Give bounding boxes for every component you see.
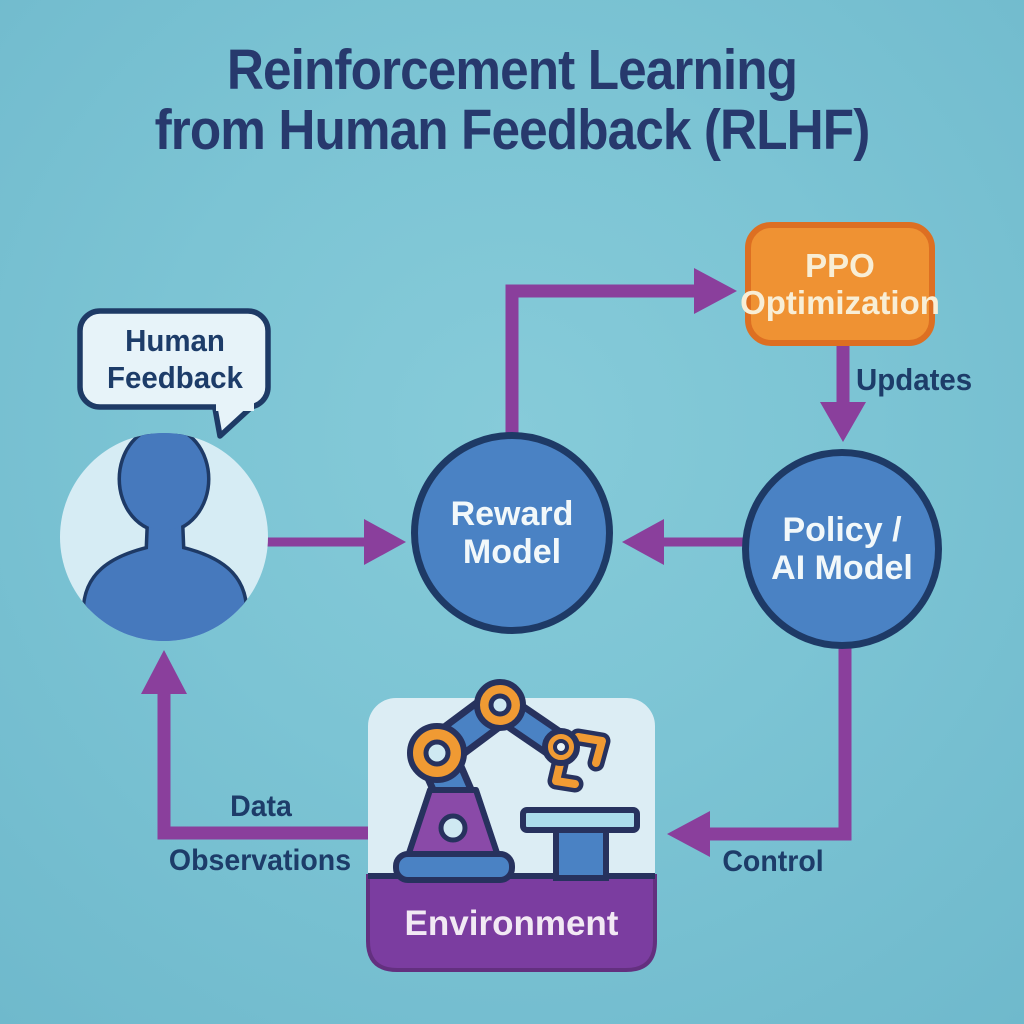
observations-edge-label: Observations	[168, 844, 352, 877]
title-line-1: Reinforcement Learning	[226, 38, 798, 102]
bubble-label-line-2: Feedback	[107, 360, 243, 395]
person-icon	[60, 433, 268, 641]
human-feedback-bubble-label: Human Feedback	[89, 322, 262, 396]
control-edge-label: Control	[722, 845, 824, 878]
table-icon	[520, 807, 640, 881]
policy-label-line-2: AI Model	[771, 549, 913, 587]
data-edge-label: Data	[230, 790, 292, 823]
ppo-label-line-2: Optimization	[740, 284, 940, 321]
ppo-label-line-1: PPO	[805, 247, 875, 284]
policy-ai-model-node: Policy / AI Model	[742, 449, 942, 649]
arrow-environment-to-human-observations	[141, 650, 370, 840]
arrow-ppo-to-policy-updates	[820, 345, 866, 442]
reward-model-node: Reward Model	[411, 432, 613, 634]
arrow-human-to-reward	[256, 519, 406, 565]
environment-label: Environment	[404, 904, 619, 943]
environment-panel	[366, 679, 657, 972]
reward-model-label-line-1: Reward	[450, 495, 574, 533]
title-line-2: from Human Feedback (RLHF)	[154, 98, 871, 162]
updates-edge-label: Updates	[856, 362, 973, 397]
arrow-policy-to-environment-control	[667, 640, 852, 857]
policy-label-line-1: Policy /	[782, 511, 902, 549]
diagram-title: Reinforcement Learning from Human Feedba…	[51, 40, 973, 160]
ppo-optimization-node: PPO Optimization	[740, 222, 940, 346]
speech-bubble-icon	[77, 308, 271, 439]
bubble-label-line-1: Human	[125, 323, 225, 358]
reward-model-label-line-2: Model	[462, 533, 562, 571]
arrow-reward-to-ppo	[505, 268, 737, 440]
robot-arm-icon	[393, 679, 611, 883]
arrow-policy-to-reward	[622, 519, 744, 565]
